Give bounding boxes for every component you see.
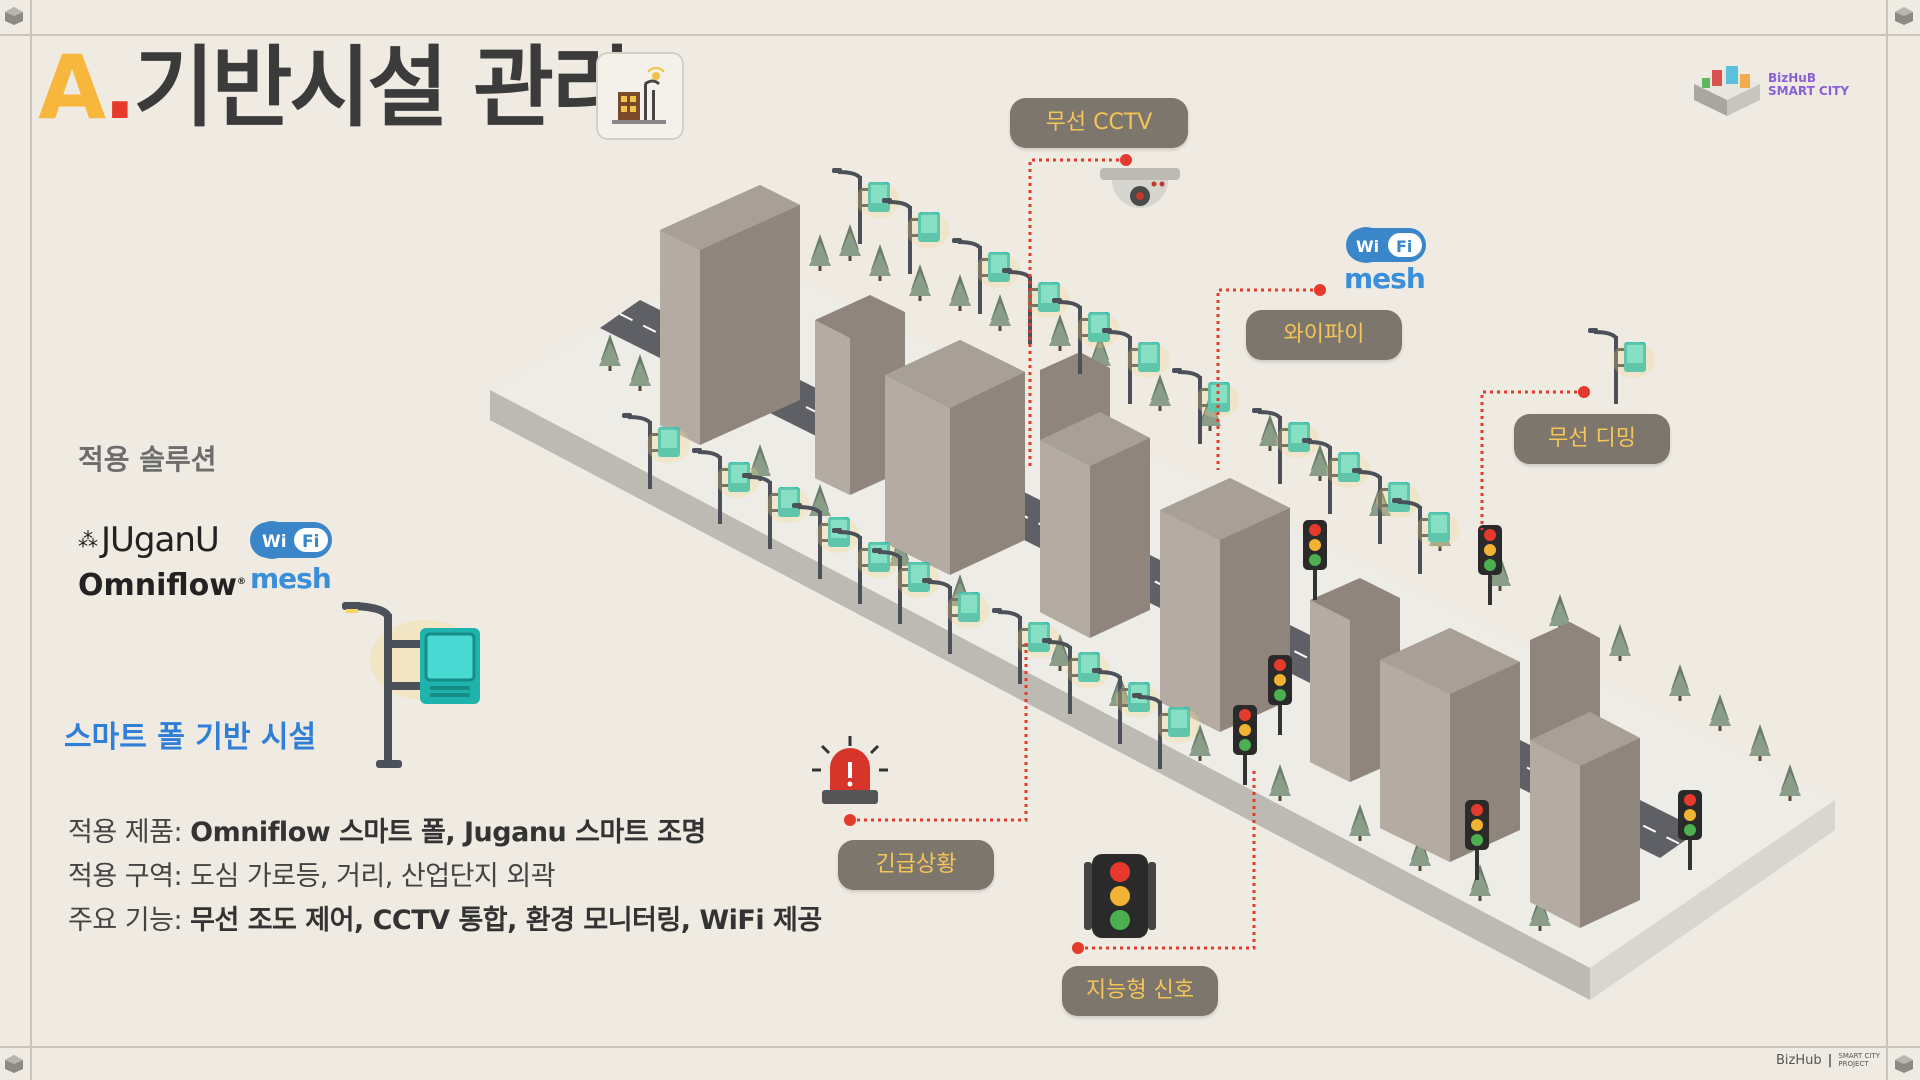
- solutions-heading: 적용 솔루션: [78, 443, 217, 476]
- detail-value: 무선 조도 제어, CCTV 통합, 환경 모니터링, WiFi 제공: [190, 905, 822, 936]
- callout-cctv: 무선 CCTV: [1010, 98, 1188, 148]
- corner-cube-icon: [1895, 7, 1913, 25]
- page-title: A . 기반시설 관리: [38, 36, 632, 139]
- detail-area: 적용 구역: 도심 가로등, 거리, 산업단지 외곽: [68, 854, 556, 893]
- detail-value: Omniflow 스마트 폴, Juganu 스마트 조명: [190, 817, 706, 848]
- brand-logo: [1690, 62, 1764, 126]
- callout-emergency: 긴급상황: [838, 840, 994, 890]
- corner-cube-icon: [1895, 1055, 1913, 1073]
- cctv-camera-icon: [1100, 168, 1180, 208]
- brand-line1: BizHuB: [1768, 71, 1816, 85]
- wifi-top-wi: Wi: [1356, 237, 1379, 256]
- frame-bottom-line: [0, 1046, 1920, 1048]
- connector-dots: [844, 154, 1590, 954]
- omniflow-logo: Omniflow®: [78, 568, 246, 603]
- footer-sub: SMART CITY PROJECT: [1838, 1052, 1880, 1068]
- footer-brand: BizHub | SMART CITY PROJECT: [1776, 1052, 1880, 1068]
- detail-key: 적용 구역:: [68, 861, 191, 892]
- juganu-wordmark: JUganU: [101, 520, 220, 560]
- callout-dimming: 무선 디밍: [1514, 414, 1670, 464]
- detail-products: 적용 제품: Omniflow 스마트 폴, Juganu 스마트 조명: [68, 810, 706, 849]
- corner-cube-icon: [5, 7, 23, 25]
- wifi-left-wi: Wi: [262, 532, 287, 552]
- siren-icon: [812, 736, 888, 804]
- juganu-symbol: ⁂: [78, 528, 98, 552]
- mesh-wordmark: mesh: [250, 562, 332, 595]
- detail-functions: 주요 기능: 무선 조도 제어, CCTV 통합, 환경 모니터링, WiFi …: [68, 898, 822, 937]
- callout-wifi: 와이파이: [1246, 310, 1402, 360]
- title-text: 기반시설 관리: [133, 36, 632, 139]
- frame-left-line: [30, 0, 32, 1080]
- callout-signal: 지능형 신호: [1062, 966, 1218, 1016]
- mesh-top-wordmark: mesh: [1344, 262, 1426, 295]
- omniflow-wordmark: Omniflow: [78, 568, 237, 603]
- detail-value: 도심 가로등, 거리, 산업단지 외곽: [190, 861, 556, 892]
- smart-pole-label: 스마트 폴 기반 시설: [64, 720, 317, 755]
- frame-right-line: [1886, 0, 1888, 1080]
- detail-key: 적용 제품:: [68, 817, 191, 848]
- infrastructure-icon: [596, 52, 684, 140]
- detail-key: 주요 기능:: [68, 905, 191, 936]
- footer-sub2: PROJECT: [1838, 1060, 1869, 1068]
- footer-brand-name: BizHub: [1776, 1052, 1822, 1068]
- title-letter: A: [38, 36, 106, 139]
- smart-pole-icon: [342, 602, 480, 768]
- footer-sub1: SMART CITY: [1838, 1052, 1881, 1060]
- frame-top-line: [0, 34, 1920, 36]
- wifi-mesh-top-icon: Wi Fi: [1346, 227, 1426, 263]
- brand-line2: SMART CITY: [1768, 84, 1850, 98]
- wifi-mesh-logo-icon: Wi Fi: [250, 521, 332, 559]
- omniflow-mark: ®: [236, 577, 246, 587]
- title-dot: .: [103, 36, 136, 139]
- brand-text: BizHuB SMART CITY: [1768, 72, 1849, 98]
- connector-lines: [850, 158, 1584, 950]
- wifi-top-fi: Fi: [1396, 237, 1412, 256]
- juganu-logo: ⁂JUganU: [78, 520, 220, 560]
- traffic-light-icon: [1084, 854, 1156, 938]
- buildings: [660, 185, 1640, 928]
- corner-cube-icon: [5, 1055, 23, 1073]
- footer-separator: |: [1827, 1052, 1833, 1068]
- wifi-left-fi: Fi: [302, 532, 319, 552]
